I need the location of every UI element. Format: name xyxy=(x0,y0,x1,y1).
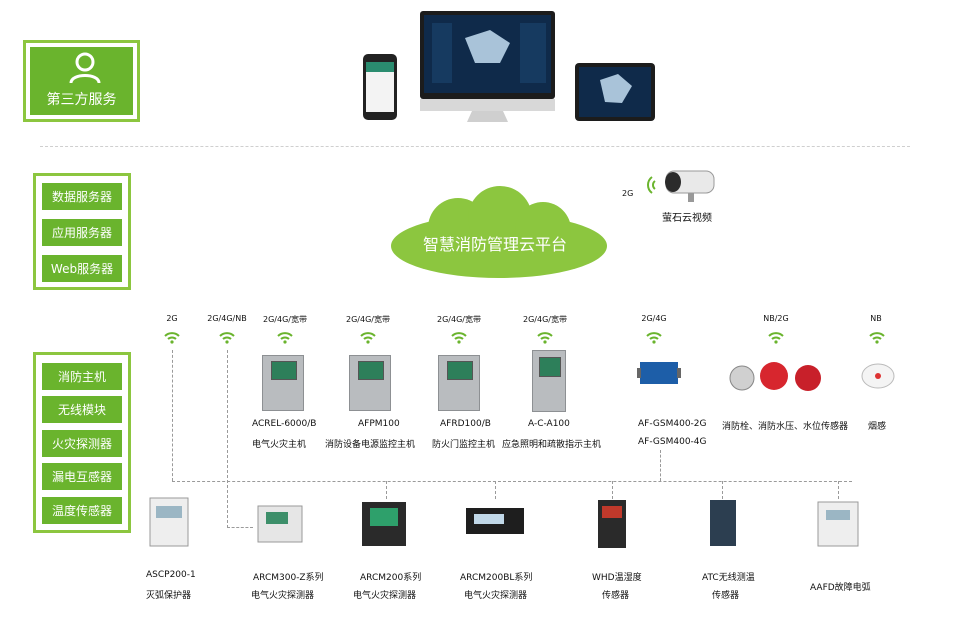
camera-label: 萤石云视频 xyxy=(662,213,712,224)
leakage-transformer-button[interactable]: 漏电互感器 xyxy=(42,463,122,490)
arcm200-image xyxy=(362,502,406,546)
device-model: AFPM100 xyxy=(358,419,400,429)
network-label: 2G/4G/宽带 xyxy=(346,315,390,324)
wifi-icon xyxy=(768,332,784,344)
device-model: AF-GSM400-2G xyxy=(638,419,707,429)
device-name: 电气火灾主机 xyxy=(252,440,307,450)
connector-line xyxy=(227,527,253,528)
device-model: WHD温湿度 xyxy=(592,573,642,583)
network-label: NB/2G xyxy=(763,314,789,323)
wifi-icon xyxy=(277,332,293,344)
device-model: A-C-A100 xyxy=(528,419,570,429)
whd-sensor-image xyxy=(598,500,626,548)
device-name: 电气火灾探测器 xyxy=(353,591,417,601)
connector-line xyxy=(660,450,661,481)
camera-icon xyxy=(665,170,715,202)
device-name: 应急照明和疏散指示主机 xyxy=(502,440,602,450)
camera-network-label: 2G xyxy=(622,189,634,198)
user-icon xyxy=(69,52,101,84)
third-party-label: 第三方服务 xyxy=(46,92,117,108)
device-name: 传感器 xyxy=(602,591,630,601)
arcm300-image xyxy=(257,505,303,543)
wifi-icon xyxy=(360,332,376,344)
connector-line xyxy=(722,481,723,499)
device-name: AF-GSM400-4G xyxy=(638,437,707,447)
connector-line xyxy=(227,350,228,528)
network-label: 2G/4G/NB xyxy=(207,314,247,323)
device-model: ACREL-6000/B xyxy=(252,419,317,429)
network-label: 2G/4G xyxy=(641,314,667,323)
connector-line xyxy=(838,481,839,499)
connector-line xyxy=(172,481,852,482)
wifi-icon xyxy=(164,332,180,344)
cloud-platform-label: 智慧消防管理云平台 xyxy=(422,235,567,254)
wifi-icon xyxy=(537,332,553,344)
wifi-icon xyxy=(451,332,467,344)
atc-sensor-image xyxy=(710,500,736,546)
temperature-sensor-button[interactable]: 温度传感器 xyxy=(42,497,122,524)
network-label: 2G/4G/宽带 xyxy=(437,315,481,324)
device-name: 电气火灾探测器 xyxy=(251,591,315,601)
device-model: AAFD故障电弧 xyxy=(810,583,871,593)
device-model: AFRD100/B xyxy=(440,419,491,429)
fire-door-host-image xyxy=(438,355,480,411)
device-model: ARCM200系列 xyxy=(360,573,422,583)
power-monitor-host-image xyxy=(349,355,391,411)
aafd-image xyxy=(817,501,859,547)
network-label: 2G xyxy=(166,314,178,323)
emergency-lighting-host-image xyxy=(532,350,566,412)
wifi-icon xyxy=(869,332,885,344)
device-name: 消防栓、消防水压、水位传感器 xyxy=(722,422,849,432)
electric-fire-host-image xyxy=(262,355,304,411)
terminal-devices-illustration xyxy=(363,11,655,122)
server-panel: 数据服务器 应用服务器 Web服务器 xyxy=(33,173,131,290)
section-divider xyxy=(40,146,910,147)
arcm200bl-image xyxy=(466,508,524,534)
network-label: 2G/4G/宽带 xyxy=(263,315,307,324)
connector-line xyxy=(172,350,173,481)
smoke-detector-image xyxy=(861,363,895,389)
device-name: 消防设备电源监控主机 xyxy=(325,440,416,450)
network-label: NB xyxy=(870,314,882,323)
third-party-service[interactable]: 第三方服务 xyxy=(23,40,140,122)
gsm-module-image xyxy=(637,362,681,384)
device-model: ARCM200BL系列 xyxy=(460,573,533,583)
web-server-button[interactable]: Web服务器 xyxy=(42,255,122,282)
network-label: 2G/4G/宽带 xyxy=(523,315,567,324)
data-server-button[interactable]: 数据服务器 xyxy=(42,183,122,210)
connector-line xyxy=(386,481,387,499)
fire-host-button[interactable]: 消防主机 xyxy=(42,363,122,390)
water-pressure-sensor-image xyxy=(729,362,821,391)
wifi-icon xyxy=(219,332,235,344)
wireless-module-button[interactable]: 无线模块 xyxy=(42,396,122,423)
signal-icon xyxy=(647,176,656,194)
fire-detector-button[interactable]: 火灾探测器 xyxy=(42,430,122,457)
device-name: 烟感 xyxy=(868,422,887,432)
device-model: ARCM300-Z系列 xyxy=(253,573,324,583)
connector-line xyxy=(612,481,613,499)
wifi-icon xyxy=(646,332,662,344)
connector-line xyxy=(495,481,496,499)
device-name: 灭弧保护器 xyxy=(146,591,192,601)
arc-protector-image xyxy=(149,497,189,547)
device-panel: 消防主机 无线模块 火灾探测器 漏电互感器 温度传感器 xyxy=(33,352,131,533)
device-name: 传感器 xyxy=(712,591,740,601)
app-server-button[interactable]: 应用服务器 xyxy=(42,219,122,246)
device-name: 电气火灾探测器 xyxy=(464,591,528,601)
device-model: ATC无线测温 xyxy=(702,573,755,583)
device-model: ASCP200-1 xyxy=(146,570,196,580)
cloud-shape xyxy=(391,186,607,278)
device-name: 防火门监控主机 xyxy=(432,440,496,450)
